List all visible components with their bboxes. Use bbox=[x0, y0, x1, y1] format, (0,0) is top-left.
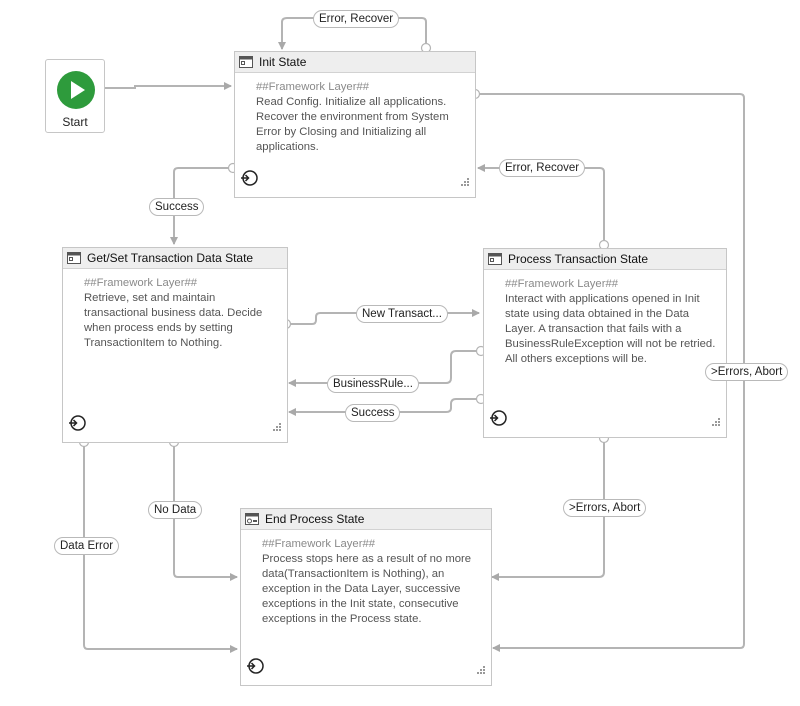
state-process-body: ##Framework Layer## Interact with applic… bbox=[505, 277, 716, 367]
state-end-process[interactable]: End Process State ##Framework Layer## Pr… bbox=[240, 508, 492, 686]
state-init-framework: ##Framework Layer## bbox=[256, 81, 370, 93]
wire-business-rule bbox=[288, 350, 481, 387]
state-init-header: Init State bbox=[235, 52, 475, 73]
entry-icon[interactable] bbox=[489, 409, 507, 432]
wire-process-errors-abort-to-end bbox=[491, 438, 605, 581]
state-end-header: End Process State bbox=[241, 509, 491, 530]
transition-label-success-init-to-get[interactable]: Success bbox=[149, 198, 205, 216]
state-get-set-framework: ##Framework Layer## bbox=[84, 277, 198, 289]
state-init[interactable]: Init State ##Framework Layer## Read Conf… bbox=[234, 51, 476, 198]
transition-label-success-process-to-get[interactable]: Success bbox=[345, 404, 401, 422]
resize-grip-icon[interactable] bbox=[272, 419, 282, 437]
transition-label-errors-abort-process[interactable]: >Errors, Abort bbox=[563, 499, 647, 517]
transition-label-process-to-init-recover[interactable]: Error, Recover bbox=[499, 159, 586, 177]
start-label: Start bbox=[62, 115, 88, 129]
wire-new-transaction bbox=[286, 309, 480, 325]
final-state-icon bbox=[245, 513, 259, 525]
state-icon bbox=[67, 252, 81, 264]
transition-label-business-rule[interactable]: BusinessRule... bbox=[327, 375, 419, 393]
state-end-title: End Process State bbox=[265, 512, 365, 526]
resize-grip-icon[interactable] bbox=[476, 662, 486, 680]
play-icon bbox=[56, 70, 96, 115]
state-process-title: Process Transaction State bbox=[508, 252, 649, 266]
resize-grip-icon[interactable] bbox=[711, 414, 721, 432]
state-get-set-title: Get/Set Transaction Data State bbox=[87, 251, 254, 265]
start-node[interactable]: Start bbox=[45, 59, 105, 133]
transition-label-errors-abort-right[interactable]: >Errors, Abort bbox=[705, 363, 789, 381]
state-end-framework: ##Framework Layer## bbox=[262, 538, 376, 550]
transition-label-no-data[interactable]: No Data bbox=[148, 501, 203, 519]
entry-icon[interactable] bbox=[240, 169, 258, 192]
transition-label-new-transaction[interactable]: New Transact... bbox=[356, 305, 448, 323]
transition-label-data-error[interactable]: Data Error bbox=[54, 537, 120, 555]
wire-start-to-init bbox=[105, 82, 232, 90]
state-process-framework: ##Framework Layer## bbox=[505, 278, 619, 290]
wire-process-success-to-get bbox=[288, 398, 481, 416]
state-get-set-header: Get/Set Transaction Data State bbox=[63, 248, 287, 269]
state-icon bbox=[488, 253, 502, 265]
state-get-set-description: Retrieve, set and maintain transactional… bbox=[84, 292, 263, 349]
wire-no-data bbox=[173, 442, 238, 581]
state-process-transaction[interactable]: Process Transaction State ##Framework La… bbox=[483, 248, 727, 438]
entry-icon[interactable] bbox=[246, 657, 264, 680]
wire-data-error bbox=[83, 442, 238, 653]
transition-label-init-self-recover[interactable]: Error, Recover bbox=[313, 10, 400, 28]
state-process-header: Process Transaction State bbox=[484, 249, 726, 270]
state-init-description: Read Config. Initialize all applications… bbox=[256, 96, 449, 153]
state-process-description: Interact with applications opened in Ini… bbox=[505, 293, 716, 365]
state-icon bbox=[239, 56, 253, 68]
state-init-body: ##Framework Layer## Read Config. Initial… bbox=[256, 80, 465, 155]
wire-init-success-to-get bbox=[170, 167, 233, 245]
state-get-set-body: ##Framework Layer## Retrieve, set and ma… bbox=[84, 276, 277, 351]
state-end-body: ##Framework Layer## Process stops here a… bbox=[262, 537, 481, 627]
state-get-set-transaction[interactable]: Get/Set Transaction Data State ##Framewo… bbox=[62, 247, 288, 443]
wire-process-recover-to-init bbox=[477, 164, 605, 245]
entry-icon[interactable] bbox=[68, 414, 86, 437]
resize-grip-icon[interactable] bbox=[460, 174, 470, 192]
state-init-title: Init State bbox=[259, 55, 307, 69]
state-end-description: Process stops here as a result of no mor… bbox=[262, 553, 472, 625]
